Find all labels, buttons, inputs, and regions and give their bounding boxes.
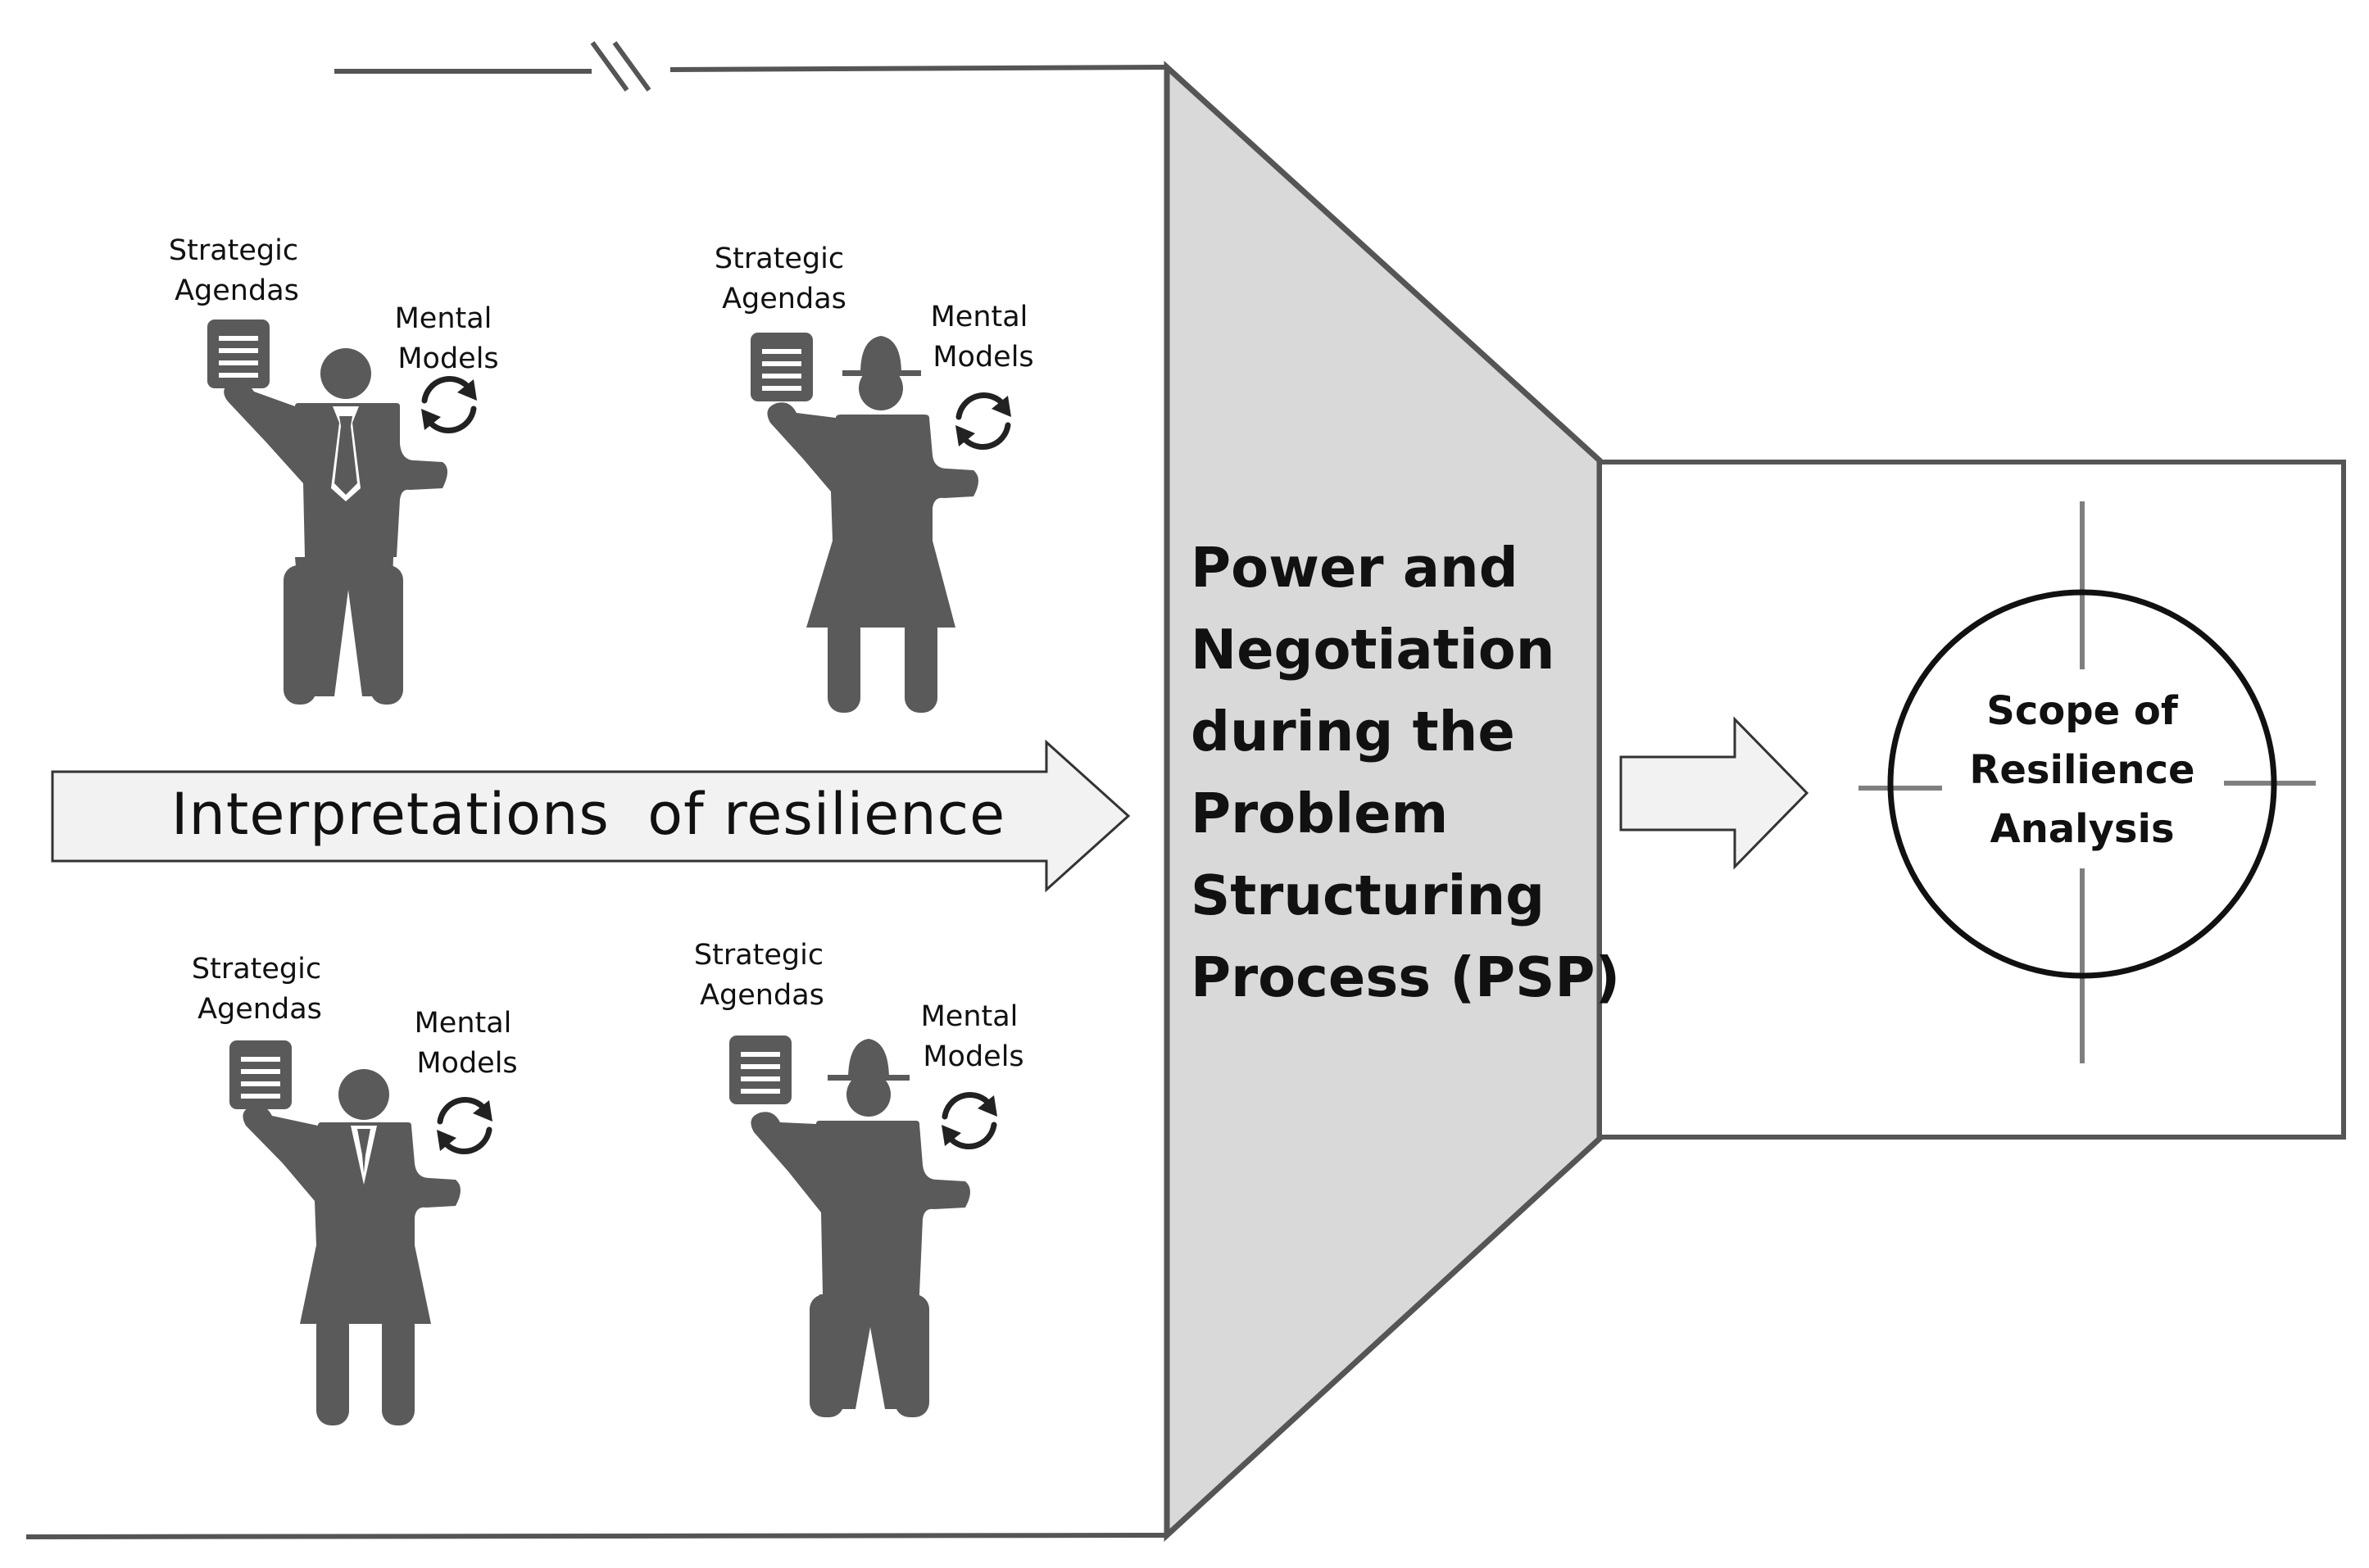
agenda-label-line1: Strategic (715, 242, 844, 275)
top-boundary-line (334, 65, 1168, 74)
agenda-label-line2: Agendas (700, 979, 824, 1012)
stakeholder-4: Strategic Agendas Mental Models (694, 939, 1024, 1417)
businessman-icon (224, 348, 447, 705)
interpretations-arrow (51, 739, 1131, 893)
interpretations-arrow-label: Interpretations of resilience (171, 781, 1005, 848)
psp-line-6: Process (PSP) (1191, 945, 1620, 1009)
psp-line-3: during the (1191, 700, 1515, 764)
woman-with-hat-icon (767, 336, 978, 713)
output-arrow (1619, 716, 1809, 870)
psp-line-5: Structuring (1191, 863, 1545, 927)
document-icon (207, 319, 270, 388)
target-icon (1858, 501, 2316, 1063)
models-label-line1: Mental (931, 301, 1028, 333)
document-icon (229, 1040, 292, 1109)
psp-line-1: Power and (1191, 536, 1518, 600)
stakeholder-3: Strategic Agendas Mental Models (192, 953, 518, 1425)
models-label-line1: Mental (395, 302, 492, 335)
bottom-boundary-line (25, 1533, 1168, 1539)
stakeholder-1: Strategic Agendas Mental Models (169, 234, 499, 705)
psp-label: Power and Negotiation during the Problem… (1191, 536, 1620, 1009)
document-icon (729, 1036, 792, 1104)
agenda-label-line2: Agendas (197, 993, 322, 1026)
agenda-label-line2: Agendas (175, 274, 299, 307)
psp-line-2: Negotiation (1191, 618, 1554, 682)
break-mark-icon (590, 41, 651, 92)
scope-line-1: Scope of (1986, 688, 2179, 734)
models-label-line2: Models (397, 342, 498, 375)
psp-line-4: Problem (1191, 782, 1448, 845)
scope-label: Scope of Resilience Analysis (1969, 688, 2194, 852)
document-icon (751, 333, 813, 401)
agenda-label-line2: Agendas (722, 283, 846, 315)
stakeholder-2: Strategic Agendas Mental Models (715, 242, 1034, 713)
scope-line-2: Resilience (1969, 747, 2194, 793)
models-label-line2: Models (933, 341, 1033, 374)
models-label-line2: Models (923, 1040, 1023, 1073)
scope-line-3: Analysis (1990, 806, 2174, 852)
agenda-label-line1: Strategic (169, 234, 298, 267)
businesswoman-icon (243, 1069, 461, 1425)
models-label-line1: Mental (415, 1007, 512, 1040)
models-label-line1: Mental (921, 1000, 1019, 1033)
agenda-label-line1: Strategic (192, 953, 321, 986)
cycle-arrows-icon (942, 1094, 997, 1146)
cycle-arrows-icon (955, 395, 1011, 446)
agenda-label-line1: Strategic (694, 939, 824, 972)
cycle-arrows-icon (421, 378, 477, 430)
models-label-line2: Models (416, 1047, 517, 1080)
cycle-arrows-icon (437, 1099, 492, 1151)
man-with-hat-icon (751, 1039, 970, 1417)
